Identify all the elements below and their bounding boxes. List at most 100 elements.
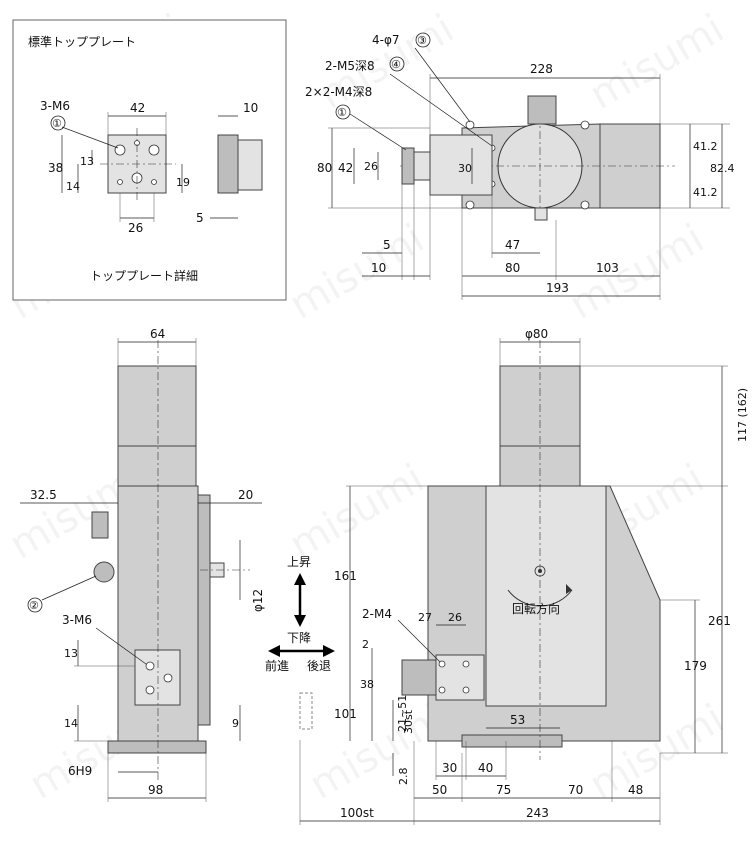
side-motor bbox=[117, 365, 197, 447]
dim-41b: 41.2 bbox=[693, 186, 718, 199]
dim-w26: 26 bbox=[128, 221, 143, 235]
dim-9: 9 bbox=[232, 717, 239, 730]
dim-10: 10 bbox=[371, 261, 386, 275]
slider-plate bbox=[429, 134, 493, 196]
side-hole-spec: 3-M6 bbox=[62, 613, 92, 627]
marker-1: ① bbox=[337, 106, 347, 119]
plate-stem bbox=[237, 139, 263, 191]
hole bbox=[114, 144, 126, 156]
dim-30-bottom: 30 bbox=[442, 761, 457, 775]
dim-14: 14 bbox=[64, 717, 78, 730]
dim-179: 179 bbox=[684, 659, 707, 673]
front-base-bar bbox=[461, 734, 563, 748]
dim-40: 40 bbox=[478, 761, 493, 775]
dim-70: 70 bbox=[568, 783, 583, 797]
detail-hole-spec: 3-M6 bbox=[40, 99, 70, 113]
top-view: 228 4-φ7 ③ 2-M5深8 ④ 2×2-M4深8 ① 80 42 26 … bbox=[305, 32, 735, 300]
dim-28: 2.8 bbox=[397, 768, 410, 786]
label-forward: 前進 bbox=[265, 658, 289, 673]
dim-64: 64 bbox=[150, 327, 165, 341]
dim-20: 20 bbox=[238, 488, 253, 502]
marker-2: ② bbox=[29, 599, 39, 612]
dim-47: 47 bbox=[505, 238, 520, 252]
marker-4: ④ bbox=[391, 58, 401, 71]
side-knob bbox=[93, 561, 115, 583]
watermark-text: misumi bbox=[282, 456, 432, 569]
mount-hole bbox=[580, 120, 590, 130]
dim-w5: 5 bbox=[196, 211, 204, 225]
hole bbox=[462, 686, 470, 694]
side-motor-flange bbox=[117, 445, 197, 487]
side-top-plate bbox=[134, 649, 181, 706]
dim-38: 38 bbox=[360, 678, 374, 691]
dim-103: 103 bbox=[596, 261, 619, 275]
hole bbox=[117, 179, 123, 185]
dim-100st: 100st bbox=[340, 806, 374, 820]
side-view: 64 32.5 20 ② φ12 3-M6 13 14 9 6H9 98 bbox=[20, 327, 265, 802]
label-up: 上昇 bbox=[287, 555, 311, 569]
hole bbox=[151, 179, 157, 185]
dim-h14: 14 bbox=[66, 180, 80, 193]
dim-26-left: 26 bbox=[364, 160, 378, 173]
label-back: 後退 bbox=[307, 659, 331, 673]
dim-30: 30 bbox=[458, 162, 472, 175]
watermark-text: misumi bbox=[582, 6, 732, 119]
marker-3: ③ bbox=[417, 34, 427, 47]
dim-53: 53 bbox=[510, 713, 525, 727]
dim-117: 117 (162) bbox=[736, 388, 749, 442]
dim-101: 101 bbox=[334, 707, 357, 721]
spec-2x2m4: 2×2-M4深8 bbox=[305, 85, 372, 99]
detail-title: 標準トッププレート bbox=[28, 34, 136, 49]
dim-13: 13 bbox=[64, 647, 78, 660]
hole bbox=[148, 144, 160, 156]
dim-824: 82.4 bbox=[710, 162, 735, 175]
hole bbox=[438, 660, 446, 668]
hole bbox=[462, 660, 470, 668]
rotation-label: 回転方向 bbox=[512, 601, 560, 616]
dim-w42: 42 bbox=[130, 101, 145, 115]
spec-2m5: 2-M5深8 bbox=[325, 59, 375, 73]
dim-42-left: 42 bbox=[338, 161, 353, 175]
label-down: 下降 bbox=[287, 631, 311, 645]
plate-side bbox=[217, 134, 239, 194]
dim-50: 50 bbox=[432, 783, 447, 797]
top-plate-edge bbox=[401, 147, 415, 185]
dim-261: 261 bbox=[708, 614, 731, 628]
dim-phi80: φ80 bbox=[525, 327, 548, 341]
dim-30st: 30st bbox=[402, 709, 415, 734]
spec-6h9: 6H9 bbox=[68, 764, 92, 778]
front-face bbox=[485, 485, 607, 707]
dim-243: 243 bbox=[526, 806, 549, 820]
dim-h13: 13 bbox=[80, 155, 94, 168]
dim-h38: 38 bbox=[48, 161, 63, 175]
hole bbox=[163, 673, 173, 683]
watermark-text: misumi bbox=[282, 216, 432, 329]
top-plate-detail: 標準トッププレート 42 10 3-M6 ① 38 14 13 19 bbox=[12, 19, 287, 301]
watermark-text: misumi bbox=[562, 216, 712, 329]
detail-marker: ① bbox=[52, 117, 62, 130]
dim-75: 75 bbox=[496, 783, 511, 797]
dim-41a: 41.2 bbox=[693, 140, 718, 153]
spec-4phi7: 4-φ7 bbox=[372, 33, 400, 47]
hole bbox=[438, 686, 446, 694]
dim-2151: 21~51 bbox=[396, 695, 409, 732]
dim-48: 48 bbox=[628, 783, 643, 797]
dim-228: 228 bbox=[530, 62, 553, 76]
dim-80-bottom: 80 bbox=[505, 261, 520, 275]
dim-w10: 10 bbox=[243, 101, 258, 115]
dim-161: 161 bbox=[334, 569, 357, 583]
hole bbox=[145, 685, 155, 695]
sensor-bracket bbox=[527, 95, 557, 125]
dim-80-left: 80 bbox=[317, 161, 332, 175]
front-view: 回転方向 φ80 117 (162) 161 2-M4 27 26 2 38 1… bbox=[299, 327, 749, 825]
dim-phi12: φ12 bbox=[251, 589, 265, 612]
stroke-box bbox=[299, 692, 313, 730]
dim-98: 98 bbox=[148, 783, 163, 797]
detail-caption: トッププレート詳細 bbox=[90, 268, 198, 283]
dim-325: 32.5 bbox=[30, 488, 57, 502]
mount-hole bbox=[580, 200, 590, 210]
dim-2: 2 bbox=[362, 638, 369, 651]
dim-26: 26 bbox=[448, 611, 462, 624]
side-plate bbox=[197, 494, 211, 726]
